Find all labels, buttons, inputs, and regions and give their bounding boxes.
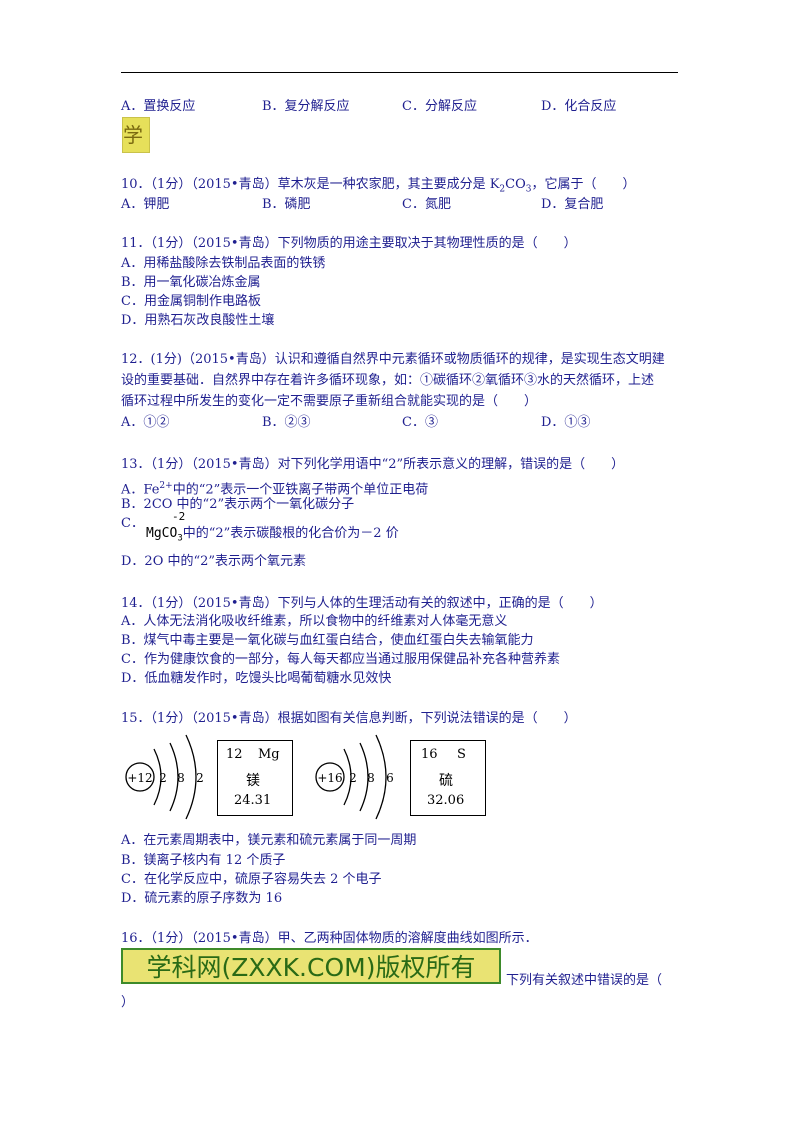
q10-option-b: B．磷肥 <box>262 197 311 212</box>
watermark-small: 学 <box>122 117 150 153</box>
mg-shell-2: 8 <box>177 771 185 785</box>
s-shell-2: 8 <box>367 771 375 785</box>
q14-stem: 14．（1分）（2015•青岛）下列与人体的生理活动有关的叙述中，正确的是（ ） <box>121 596 603 611</box>
mg-shell-3: 2 <box>196 771 204 785</box>
mg-nucleus-charge: +12 <box>127 771 152 785</box>
watermark-banner: 学科网(ZXXK.COM)版权所有 <box>121 948 501 984</box>
q15-option-b: B．镁离子核内有 12 个质子 <box>121 853 286 868</box>
q13-option-d: D．2O 中的“2”表示两个氧元素 <box>121 554 307 569</box>
mg-name: 镁 <box>246 773 260 789</box>
q11-option-d: D．用熟石灰改良酸性土壤 <box>121 313 275 328</box>
q14-option-a: A．人体无法消化吸收纤维素，所以食物中的纤维素对人体毫无意义 <box>121 614 508 629</box>
q12-stem-line-2: 设的重要基础．自然界中存在着许多循环现象，如：①碳循环②氧循环③水的天然循环，上… <box>121 373 655 388</box>
s-name: 硫 <box>439 773 453 789</box>
mg-atom-structure-diagram: +12 2 8 2 <box>125 734 204 820</box>
q12-option-d: D．①③ <box>541 415 591 430</box>
q16-stem-tail: 下列有关叙述中错误的是（ <box>506 973 663 988</box>
s-atomic-number: 16 <box>421 747 438 762</box>
s-nucleus-charge: +16 <box>317 771 342 785</box>
mg-atomic-number: 12 <box>226 747 243 762</box>
q9-option-a: A．置换反应 <box>121 99 196 114</box>
q11-option-b: B．用一氧化碳冶炼金属 <box>121 275 261 290</box>
s-atom-structure-diagram: +16 2 8 6 <box>315 734 394 820</box>
q15-stem: 15．（1分）（2015•青岛）根据如图有关信息判断，下列说法错误的是（ ） <box>121 711 577 726</box>
q12-option-c: C．③ <box>402 415 438 430</box>
s-shell-1: 2 <box>349 771 357 785</box>
q14-option-b: B．煤气中毒主要是一氧化碳与血红蛋白结合，使血红蛋白失去输氧能力 <box>121 633 534 648</box>
q11-stem: 11．（1分）（2015•青岛）下列物质的用途主要取决于其物理性质的是（ ） <box>121 236 577 251</box>
q14-option-c: C．作为健康饮食的一部分，每人每天都应当通过服用保健品补充各种营养素 <box>121 652 560 667</box>
q15-option-c: C．在化学反应中，硫原子容易失去 2 个电子 <box>121 872 382 887</box>
q12-option-a: A．①② <box>121 415 170 430</box>
mg-atomic-mass: 24.31 <box>234 793 272 808</box>
q11-option-c: C．用金属铜制作电路板 <box>121 294 261 309</box>
q9-option-b: B．复分解反应 <box>262 99 350 114</box>
mg-shell-1: 2 <box>159 771 167 785</box>
q10-option-c: C．氮肥 <box>402 197 451 212</box>
q11-option-a: A．用稀盐酸除去铁制品表面的铁锈 <box>121 256 326 271</box>
s-symbol: S <box>457 747 466 762</box>
q12-stem-line-3: 循环过程中所发生的变化一定不需要原子重新组合就能实现的是（ ） <box>121 394 538 409</box>
q16-stem-close: ） <box>121 995 135 1010</box>
q9-option-d: D．化合反应 <box>541 99 617 114</box>
q10-option-a: A．钾肥 <box>121 197 170 212</box>
q13-option-c-label: C． <box>121 516 144 531</box>
q13-stem: 13．（1分）（2015•青岛）对下列化学用语中“2”所表示意义的理解，错误的是… <box>121 457 625 472</box>
q10-stem: 10．（1分）（2015•青岛）草木灰是一种农家肥，其主要成分是 K2CO3，它… <box>121 177 636 195</box>
q16-stem: 16．（1分）（2015•青岛）甲、乙两种固体物质的溶解度曲线如图所示． <box>121 931 538 946</box>
q12-option-b: B．②③ <box>262 415 311 430</box>
s-shell-3: 6 <box>386 771 394 785</box>
header-rule <box>121 72 678 73</box>
mg-element-card: 12 Mg 镁 24.31 <box>217 740 293 816</box>
q13-option-c: MgCO3中的“2”表示碳酸根的化合价为－2 价 <box>146 526 399 544</box>
q13-valence-charge: -2 <box>172 510 186 523</box>
q14-option-d: D．低血糖发作时，吃馒头比喝葡萄糖水见效快 <box>121 671 392 686</box>
mg-symbol: Mg <box>258 747 280 762</box>
s-element-card: 16 S 硫 32.06 <box>410 740 486 816</box>
q13-option-a: A．Fe2+中的“2”表示一个亚铁离子带两个单位正电荷 <box>121 481 429 498</box>
q13-option-b: B．2CO 中的“2”表示两个一氧化碳分子 <box>121 497 355 512</box>
q15-option-d: D．硫元素的原子序数为 16 <box>121 891 283 906</box>
s-atomic-mass: 32.06 <box>427 793 465 808</box>
q10-option-d: D．复合肥 <box>541 197 604 212</box>
q9-option-c: C．分解反应 <box>402 99 477 114</box>
q15-option-a: A．在元素周期表中，镁元素和硫元素属于同一周期 <box>121 833 417 848</box>
q12-stem-line-1: 12．(1分)（2015•青岛）认识和遵循自然界中元素循环或物质循环的规律，是实… <box>121 352 665 367</box>
